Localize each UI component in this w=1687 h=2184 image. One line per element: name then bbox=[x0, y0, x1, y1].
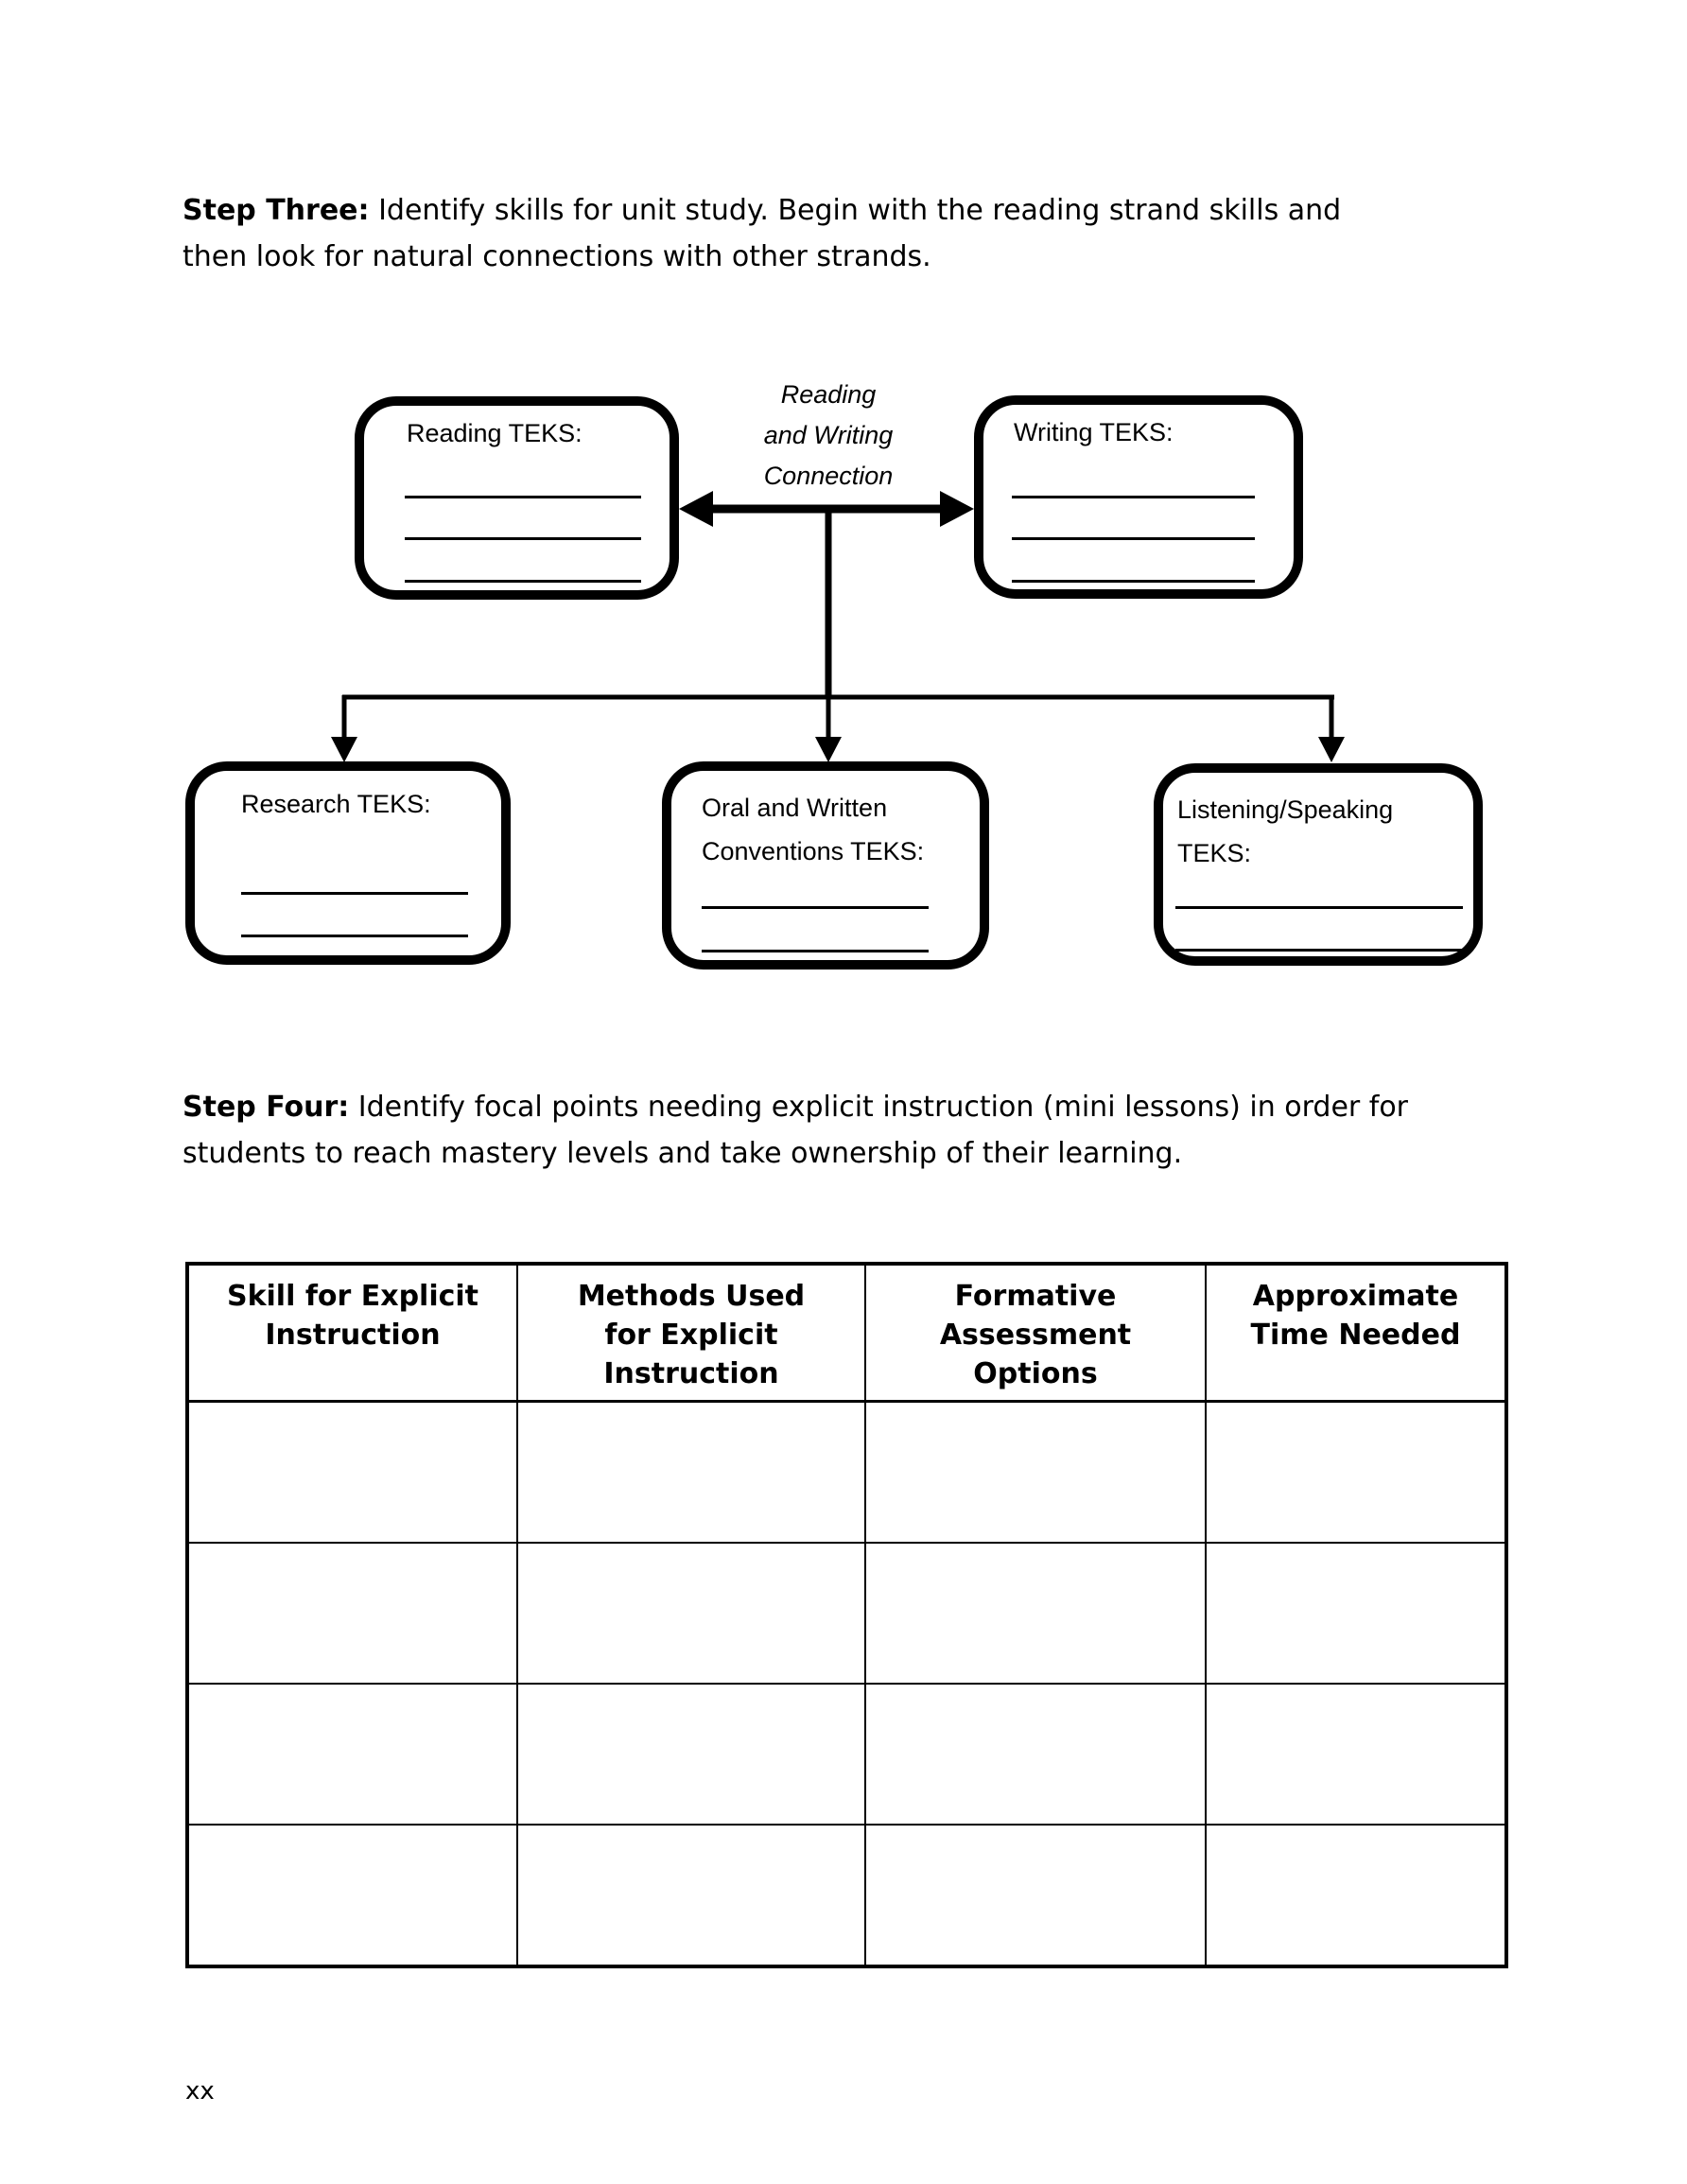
header-line: for Explicit bbox=[604, 1319, 778, 1352]
step-three-label: Step Three: bbox=[183, 194, 370, 227]
empty-cell bbox=[186, 1400, 518, 1544]
header-line: Formative bbox=[954, 1280, 1117, 1313]
step-four-label: Step Four: bbox=[183, 1091, 350, 1124]
header-line: Skill for Explicit bbox=[226, 1280, 479, 1313]
table-header-time: Approximate Time Needed bbox=[1205, 1263, 1507, 1403]
oral-teks-label-line: Oral and Written bbox=[702, 794, 888, 822]
listening-teks-label-line: Listening/Speaking bbox=[1177, 795, 1394, 824]
research-teks-box: Research TEKS: bbox=[185, 761, 511, 965]
research-teks-label: Research TEKS: bbox=[241, 790, 431, 818]
blank-line bbox=[241, 935, 468, 937]
empty-cell bbox=[1205, 1683, 1507, 1826]
table-row bbox=[186, 1542, 1507, 1685]
header-line: Instruction bbox=[265, 1319, 441, 1352]
blank-line bbox=[405, 537, 641, 540]
header-line: Assessment bbox=[939, 1319, 1132, 1352]
table-header-skill: Skill for Explicit Instruction bbox=[186, 1263, 518, 1403]
empty-cell bbox=[516, 1400, 866, 1544]
empty-cell bbox=[516, 1542, 866, 1685]
header-line: Methods Used bbox=[577, 1280, 806, 1313]
blank-line bbox=[702, 906, 929, 909]
reading-teks-label: Reading TEKS: bbox=[407, 419, 583, 447]
branch-connector-lines bbox=[331, 694, 1345, 762]
oral-teks-label-line: Conventions TEKS: bbox=[702, 837, 925, 865]
empty-cell bbox=[1205, 1542, 1507, 1685]
blank-line bbox=[405, 496, 641, 498]
empty-cell bbox=[864, 1683, 1207, 1826]
blank-line bbox=[702, 950, 929, 952]
blank-line bbox=[1175, 949, 1463, 952]
blank-line bbox=[405, 580, 641, 583]
empty-cell bbox=[516, 1824, 866, 1967]
step-four-paragraph: Step Four: Identify focal points needing… bbox=[183, 1084, 1497, 1177]
writing-teks-label: Writing TEKS: bbox=[1014, 418, 1174, 446]
header-line: Approximate bbox=[1252, 1280, 1459, 1313]
empty-cell bbox=[186, 1824, 518, 1967]
reading-writing-connection-label: Reading and Writing Connection bbox=[696, 375, 961, 497]
reading-teks-box: Reading TEKS: bbox=[355, 396, 679, 600]
focal-points-table: Skill for Explicit Instruction Methods U… bbox=[185, 1262, 1508, 1968]
center-connector-line bbox=[815, 509, 842, 762]
empty-cell bbox=[864, 1542, 1207, 1685]
oral-written-conventions-teks-box: Oral and Written Conventions TEKS: bbox=[662, 761, 989, 970]
header-line: Options bbox=[973, 1357, 1098, 1390]
blank-line bbox=[241, 892, 468, 895]
header-line: Time Needed bbox=[1250, 1319, 1461, 1352]
blank-line bbox=[1012, 537, 1255, 540]
connection-label-line: Connection bbox=[763, 462, 894, 490]
blank-line bbox=[1012, 580, 1255, 583]
step-four-text: Identify focal points needing explicit i… bbox=[183, 1091, 1409, 1170]
listening-speaking-teks-box: Listening/Speaking TEKS: bbox=[1154, 763, 1483, 966]
connection-label-line: Reading bbox=[780, 380, 877, 409]
table-row bbox=[186, 1824, 1507, 1967]
empty-cell bbox=[1205, 1824, 1507, 1967]
writing-teks-box: Writing TEKS: bbox=[974, 395, 1303, 599]
table-header-assessment: Formative Assessment Options bbox=[864, 1263, 1207, 1403]
table-header-methods: Methods Used for Explicit Instruction bbox=[516, 1263, 866, 1403]
empty-cell bbox=[1205, 1400, 1507, 1544]
empty-cell bbox=[864, 1824, 1207, 1967]
step-three-text: Identify skills for unit study. Begin wi… bbox=[183, 194, 1342, 273]
listening-teks-label-line: TEKS: bbox=[1177, 839, 1252, 867]
page-number: xx bbox=[185, 2077, 215, 2105]
blank-line bbox=[1012, 496, 1255, 498]
step-three-paragraph: Step Three: Identify skills for unit stu… bbox=[183, 187, 1402, 280]
empty-cell bbox=[516, 1683, 866, 1826]
connection-label-line: and Writing bbox=[763, 421, 894, 449]
blank-line bbox=[1175, 906, 1463, 909]
empty-cell bbox=[186, 1683, 518, 1826]
header-line: Instruction bbox=[603, 1357, 779, 1390]
table-header-row: Skill for Explicit Instruction Methods U… bbox=[186, 1263, 1507, 1403]
empty-cell bbox=[186, 1542, 518, 1685]
table-row bbox=[186, 1400, 1507, 1544]
empty-cell bbox=[864, 1400, 1207, 1544]
table-row bbox=[186, 1683, 1507, 1826]
